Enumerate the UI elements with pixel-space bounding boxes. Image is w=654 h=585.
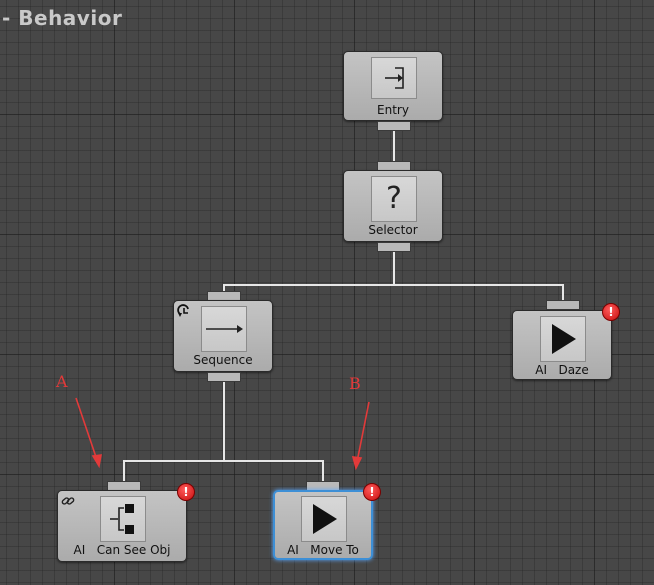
conditional-branch-icon: [110, 504, 134, 534]
play-icon: [313, 504, 337, 534]
selector-icon-box: ?: [371, 176, 417, 222]
cansee-icon-box: [100, 496, 146, 542]
ai-can-see-obj-node[interactable]: AI Can See Obj: [57, 490, 187, 562]
entry-node[interactable]: Entry: [343, 51, 443, 121]
cansee-error-icon[interactable]: !: [177, 483, 195, 501]
question-mark-icon: ?: [386, 181, 402, 216]
wire-selector-sequence: [223, 252, 395, 292]
link-icon: [61, 494, 75, 508]
selector-output-port[interactable]: [377, 242, 411, 252]
entry-icon-box: [371, 57, 417, 99]
play-icon: [552, 324, 576, 354]
daze-label: AI Daze: [535, 363, 589, 377]
moveto-error-icon[interactable]: !: [363, 483, 381, 501]
entry-arrow-icon: [385, 67, 404, 89]
selector-node[interactable]: ? Selector: [343, 170, 443, 242]
sequence-label: Sequence: [193, 353, 253, 367]
ai-daze-node[interactable]: AI Daze: [512, 310, 612, 380]
entry-label: Entry: [377, 103, 409, 117]
wire-selector-daze: [394, 284, 564, 302]
annotation-arrow-b: [356, 401, 370, 463]
graph-title: - Behavior: [2, 6, 123, 30]
selector-label: Selector: [368, 223, 418, 237]
wire-sequence-moveto: [224, 460, 324, 482]
wire-sequence-cansee: [123, 381, 225, 482]
ai-move-to-node[interactable]: AI Move To: [273, 490, 373, 560]
moveto-icon-box: [301, 496, 347, 542]
annotation-arrow-a: [75, 397, 98, 461]
daze-error-icon[interactable]: !: [602, 303, 620, 321]
annotation-label-a: A: [56, 372, 68, 391]
sequence-output-port[interactable]: [207, 372, 241, 382]
cansee-label: AI Can See Obj: [73, 543, 171, 557]
sequence-icon-box: [201, 306, 247, 352]
entry-output-port[interactable]: [377, 121, 411, 131]
sequence-node[interactable]: Sequence: [173, 300, 273, 372]
annotation-label-b: B: [349, 374, 361, 393]
moveto-label: AI Move To: [287, 543, 359, 557]
abort-icon: [177, 304, 191, 318]
daze-input-port[interactable]: [546, 300, 580, 310]
daze-icon-box: [540, 316, 586, 362]
right-arrow-icon: [206, 325, 243, 333]
